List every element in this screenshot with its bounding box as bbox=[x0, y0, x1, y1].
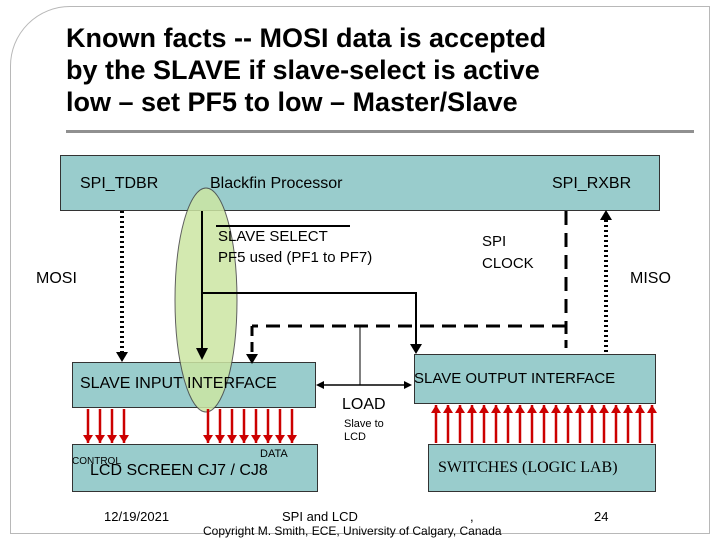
switches-box bbox=[428, 444, 656, 492]
red-arrow-head bbox=[551, 405, 561, 413]
processor-box bbox=[60, 155, 660, 211]
red-arrow-head bbox=[455, 405, 465, 413]
slave-select-arrowhead bbox=[196, 348, 208, 360]
red-arrow-head bbox=[503, 405, 513, 413]
footer-course-title: SPI and LCD bbox=[282, 509, 358, 524]
red-arrow-head bbox=[467, 405, 477, 413]
red-arrow-head bbox=[479, 405, 489, 413]
miso-label: MISO bbox=[630, 270, 671, 287]
spi-clock-label-line2: CLOCK bbox=[482, 255, 534, 272]
red-arrow-head bbox=[95, 435, 105, 443]
slave-select-branch-arrowhead bbox=[410, 344, 422, 354]
red-arrow-head bbox=[263, 435, 273, 443]
load-label: LOAD bbox=[342, 396, 386, 413]
switch-data-arrows bbox=[431, 405, 657, 443]
red-arrow-head bbox=[515, 405, 525, 413]
load-arrow-left bbox=[316, 381, 324, 389]
slave-select-label-line1: SLAVE SELECT bbox=[218, 228, 328, 245]
red-arrow-head bbox=[119, 435, 129, 443]
spi-rxbr-label: SPI_RXBR bbox=[552, 175, 632, 192]
red-arrow-head bbox=[575, 405, 585, 413]
red-arrow-head bbox=[215, 435, 225, 443]
spi-tdbr-label: SPI_TDBR bbox=[80, 175, 159, 192]
red-arrow-head bbox=[623, 405, 633, 413]
slave-select-label-line2: PF5 used (PF1 to PF7) bbox=[218, 249, 373, 266]
mosi-label: MOSI bbox=[36, 270, 77, 287]
mosi-arrowhead bbox=[116, 352, 128, 362]
slave-input-interface-label: SLAVE INPUT INTERFACE bbox=[80, 375, 277, 392]
red-arrow-head bbox=[227, 435, 237, 443]
slide-title: Known facts -- MOSI data is accepted by … bbox=[66, 22, 706, 118]
red-arrow-head bbox=[491, 405, 501, 413]
slave-select-branch bbox=[202, 292, 417, 348]
spi-clock-label-line1: SPI bbox=[482, 233, 507, 250]
spi-clock-arrowhead bbox=[246, 354, 258, 364]
red-arrow-head bbox=[587, 405, 597, 413]
red-arrow-head bbox=[287, 435, 297, 443]
title-line-2: by the SLAVE if slave-select is active bbox=[66, 55, 540, 85]
slave-output-interface-label: SLAVE OUTPUT INTERFACE bbox=[414, 370, 616, 387]
red-arrow-head bbox=[611, 405, 621, 413]
red-arrow-head bbox=[431, 405, 441, 413]
slide-frame bbox=[10, 6, 710, 534]
data-label: DATA bbox=[260, 448, 288, 460]
footer-date: 12/19/2021 bbox=[104, 509, 170, 524]
miso-arrowhead bbox=[600, 210, 612, 220]
red-arrow-head bbox=[527, 405, 537, 413]
lcd-screen-box bbox=[72, 444, 318, 492]
title-underline bbox=[66, 130, 694, 133]
red-arrow-head bbox=[275, 435, 285, 443]
red-arrow-head bbox=[647, 405, 657, 413]
red-arrow-head bbox=[635, 405, 645, 413]
red-arrow-head bbox=[239, 435, 249, 443]
lcd-screen-label: LCD SCREEN CJ7 / CJ8 bbox=[90, 462, 268, 479]
lcd-data-arrows bbox=[83, 409, 297, 443]
red-arrow-head bbox=[107, 435, 117, 443]
red-arrow-head bbox=[203, 435, 213, 443]
red-arrow-head bbox=[251, 435, 261, 443]
slave-to-lcd-line1: Slave to bbox=[344, 418, 384, 430]
red-arrow-head bbox=[563, 405, 573, 413]
title-line-3: low – set PF5 to low – Master/Slave bbox=[66, 87, 518, 117]
footer-page-number: 24 bbox=[594, 509, 609, 524]
highlight-oval bbox=[174, 187, 238, 413]
load-arrow-right bbox=[404, 381, 412, 389]
red-arrow-head bbox=[599, 405, 609, 413]
slave-output-interface-box bbox=[414, 354, 656, 404]
blackfin-processor-label: Blackfin Processor bbox=[210, 175, 343, 192]
red-arrow-head bbox=[539, 405, 549, 413]
footer-dot: , bbox=[470, 509, 474, 524]
footer-copyright: Copyright M. Smith, ECE, University of C… bbox=[203, 524, 502, 538]
title-line-1: Known facts -- MOSI data is accepted bbox=[66, 23, 547, 53]
red-arrow-head bbox=[443, 405, 453, 413]
control-label: CONTROL bbox=[72, 456, 121, 467]
slave-to-lcd-line2: LCD bbox=[344, 431, 367, 443]
switches-label: SWITCHES (LOGIC LAB) bbox=[438, 459, 618, 476]
red-arrow-head bbox=[83, 435, 93, 443]
